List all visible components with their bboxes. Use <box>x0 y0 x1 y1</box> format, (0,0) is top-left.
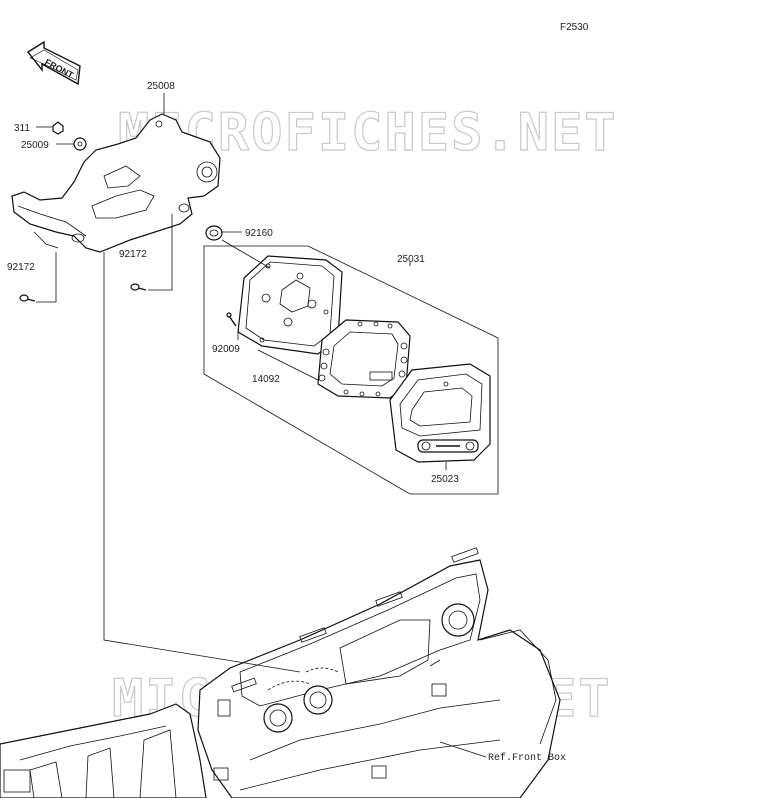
screw-92009 <box>226 312 237 327</box>
leader-14092 <box>257 349 319 381</box>
leader-bracket-to-dashboard <box>103 252 301 673</box>
leader-dashboard-mount <box>429 659 441 667</box>
bolt-311 <box>52 121 64 135</box>
callout-25009: 25009 <box>21 140 49 151</box>
meter-frame <box>317 319 411 399</box>
screw-92172-mid <box>130 283 147 291</box>
washer-25009 <box>73 137 87 151</box>
dashboard-front-box <box>197 547 561 798</box>
meter-bracket <box>11 113 221 253</box>
screw-92172-left <box>19 294 36 302</box>
leader-92172-mid <box>148 214 173 291</box>
leader-front-box <box>439 741 487 758</box>
grommet-92160 <box>205 225 223 241</box>
callout-92009: 92009 <box>212 344 240 355</box>
front-direction-arrow: FRONT <box>26 40 81 86</box>
figure-code: F2530 <box>560 22 589 33</box>
reference-note: Ref.Front Box <box>488 752 566 764</box>
chassis-frame <box>0 703 207 798</box>
callout-25031: 25031 <box>397 254 425 265</box>
leader-92172-left <box>36 252 57 303</box>
callout-25008: 25008 <box>147 81 175 92</box>
callout-92172-left: 92172 <box>7 262 35 273</box>
callout-92172-mid: 92172 <box>119 249 147 260</box>
callout-311: 311 <box>14 123 30 134</box>
callout-25023: 25023 <box>431 474 459 485</box>
meter-assy <box>389 363 491 463</box>
leader-grommet-to-cover <box>221 239 271 269</box>
callout-14092: 14092 <box>252 374 280 385</box>
assembly-outline-25031 <box>203 245 499 495</box>
callout-92160: 92160 <box>245 228 273 239</box>
